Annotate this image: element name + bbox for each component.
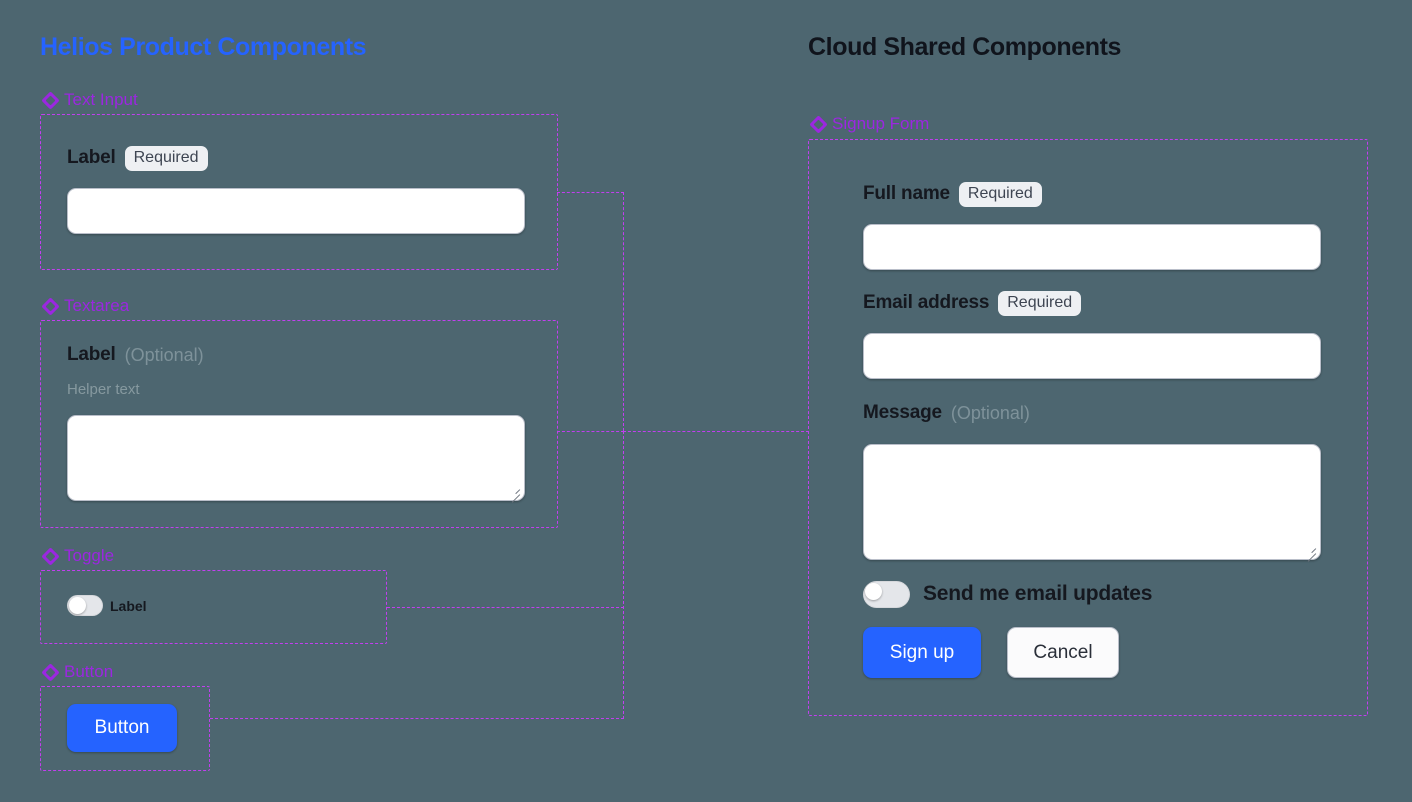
section-caption-button: Button [41,662,114,682]
connector-bus-v-bottom [623,431,624,719]
message-optional-text: (Optional) [950,402,1030,423]
text-input-label-row: Label Required [67,146,208,171]
section-label-text-input: Text Input [64,90,138,109]
email-required-badge: Required [998,291,1082,316]
email-updates-label: Send me email updates [923,582,1153,605]
diamond-icon [41,662,60,682]
connector-to-signup-h [623,431,809,432]
email-label: Email address [863,292,990,314]
panel-toggle [40,570,387,644]
full-name-label-row: Full name Required [863,182,1042,207]
connector-toggle-h [387,607,624,608]
toggle-switch[interactable] [67,595,103,616]
left-column-title: Helios Product Components [40,33,367,61]
section-caption-textarea: Textarea [41,296,130,316]
email-updates-toggle[interactable] [863,581,910,608]
message-textarea[interactable] [863,444,1321,560]
full-name-input[interactable] [863,224,1321,270]
panel-textarea [40,320,558,528]
textarea-label: Label [67,344,116,365]
diamond-icon [41,296,60,316]
connector-button-h [210,718,624,719]
right-column-title: Cloud Shared Components [808,33,1122,61]
full-name-required-badge: Required [958,182,1042,207]
message-label-row: Message (Optional) [863,402,1030,424]
text-input-label: Label [67,147,116,169]
textarea-field[interactable] [67,415,525,501]
textarea-optional-text: (Optional) [124,344,204,365]
connector-text-input-h [557,192,624,193]
diamond-icon [809,114,828,134]
diamond-icon [41,90,60,110]
email-label-row: Email address Required [863,291,1082,316]
section-label-button: Button [64,662,114,681]
panel-signup-form [808,139,1368,716]
toggle-switch-label: Label [110,598,147,614]
cancel-button[interactable]: Cancel [1007,627,1119,678]
email-input[interactable] [863,333,1321,379]
panel-button [40,686,210,771]
message-field-wrap [863,444,1321,562]
textarea-helper-text: Helper text [67,381,140,398]
section-caption-signup-form: Signup Form [809,114,930,134]
connector-textarea-h [557,431,624,432]
full-name-label: Full name [863,183,950,205]
textarea-label-row: Label (Optional) [67,344,204,366]
message-label: Message [863,402,942,423]
textarea-field-wrap [67,415,525,503]
section-caption-toggle: Toggle [41,546,115,566]
section-caption-text-input: Text Input [41,90,138,110]
section-label-signup-form: Signup Form [832,114,930,133]
text-input-field[interactable] [67,188,525,234]
diamond-icon [41,546,60,566]
section-label-textarea: Textarea [64,296,130,315]
text-input-required-badge: Required [124,146,208,171]
demo-button[interactable]: Button [67,704,177,752]
connector-bus-v-top [623,192,624,431]
sign-up-button[interactable]: Sign up [863,627,981,678]
section-label-toggle: Toggle [64,546,115,565]
